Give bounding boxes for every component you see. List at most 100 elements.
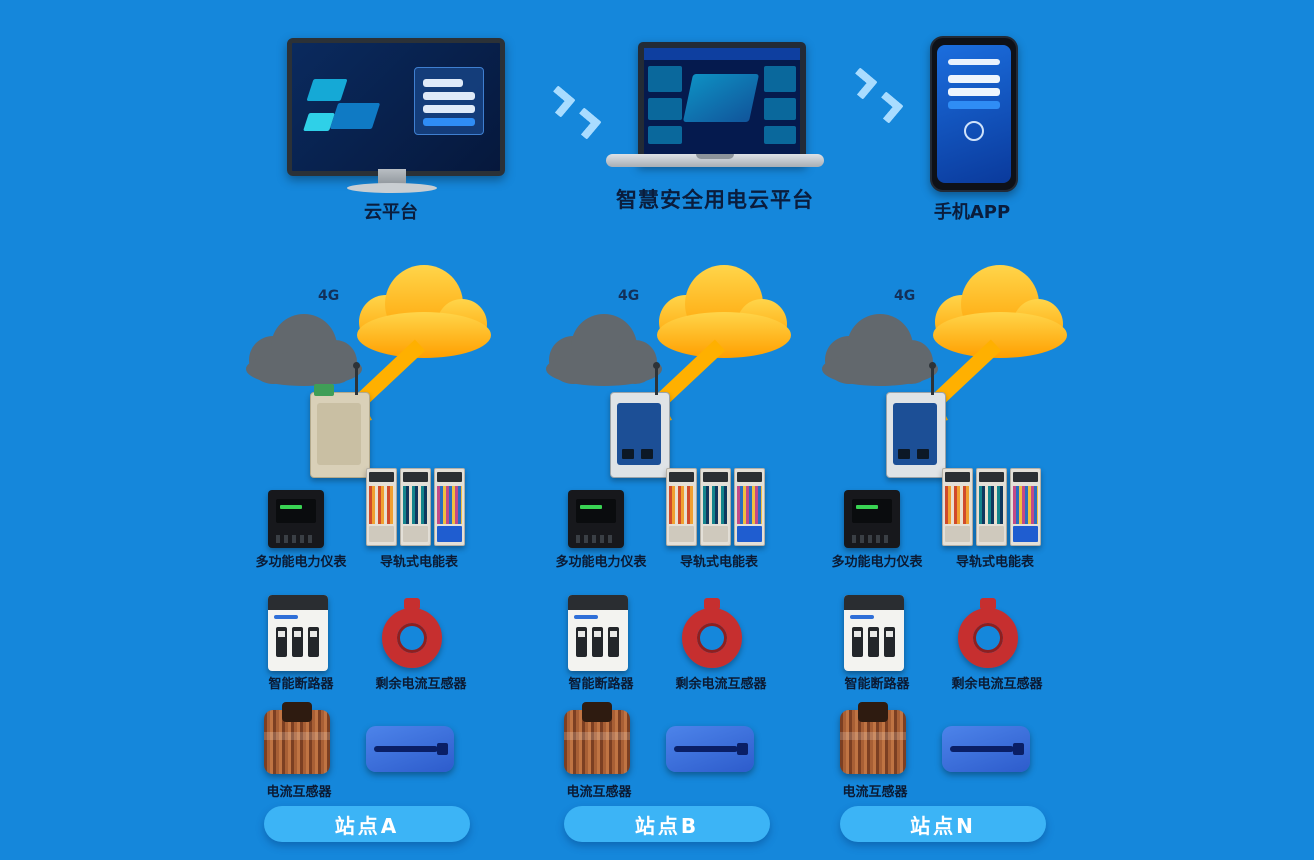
- rail-meter-device: [942, 468, 973, 546]
- meter-terminals: [852, 535, 892, 543]
- site-name: 站点N: [910, 813, 976, 838]
- rail-meter-device: [734, 468, 765, 546]
- current-ct-label: 电流互感器: [266, 785, 332, 800]
- laptop-chart-panel: [764, 98, 796, 120]
- sensor-device: [366, 726, 454, 772]
- link-arrow-icon: [845, 67, 878, 100]
- gateway-device: [310, 362, 370, 478]
- laptop-chart-panel: [764, 66, 796, 92]
- antenna-icon: [653, 362, 660, 395]
- breaker-device: [268, 595, 328, 671]
- phone-logo-icon: [964, 121, 984, 141]
- monitor-base: [347, 183, 437, 193]
- link-arrow-icon: [543, 85, 576, 118]
- monitor-dashboard-graphic: [303, 69, 396, 141]
- monitor: [287, 38, 505, 176]
- gateway-device: [886, 362, 946, 478]
- link-arrow-icon: [871, 91, 904, 124]
- meter-terminals: [576, 535, 616, 543]
- residual-ct-ring-device: [682, 608, 742, 668]
- antenna-icon: [929, 362, 936, 395]
- link-type-label: 4G: [894, 288, 915, 304]
- residual-ct-label: 剩余电流互感器: [951, 677, 1043, 692]
- laptop-dashboard-header: [644, 48, 800, 60]
- rail-meter-label: 导轨式电能表: [679, 555, 758, 570]
- current-ct-label: 电流互感器: [566, 785, 632, 800]
- yellow-cloud-icon: [657, 265, 791, 358]
- power-meter-device: [268, 490, 324, 548]
- monitor-label: 云平台: [364, 202, 418, 223]
- residual-ct-label: 剩余电流互感器: [375, 677, 467, 692]
- laptop-chart-panel: [648, 66, 682, 92]
- power-meter-device: [844, 490, 900, 548]
- current-transformer-device: [264, 702, 330, 774]
- meter-led: [856, 505, 878, 509]
- gateway-terminal-block: [314, 384, 334, 396]
- sensor-device: [666, 726, 754, 772]
- link-type-label: 4G: [618, 288, 639, 304]
- rail-meter-label: 导轨式电能表: [379, 555, 458, 570]
- laptop: [638, 42, 806, 166]
- breaker-label: 智能断路器: [568, 677, 634, 692]
- rail-meter-device: [434, 468, 465, 546]
- laptop-chart-panel: [648, 98, 682, 120]
- residual-ct-tab: [980, 598, 996, 610]
- ethernet-port: [641, 449, 653, 459]
- ethernet-port: [898, 449, 910, 459]
- gateway-front-panel: [893, 403, 937, 465]
- gray-cloud-icon: [546, 314, 662, 386]
- meter-display: [852, 499, 892, 523]
- cloud-and-arrow-graphic: 4G: [822, 265, 1067, 430]
- phone-login-screen: [937, 45, 1011, 183]
- residual-ct-tab: [704, 598, 720, 610]
- site-name: 站点A: [334, 813, 400, 838]
- meter-display: [576, 499, 616, 523]
- laptop-chart-panel: [648, 126, 682, 144]
- site-column-b: 4G 多功能电力仪表 导轨式电能表: [546, 250, 802, 850]
- link-type-label: 4G: [318, 288, 339, 304]
- meter-display: [276, 499, 316, 523]
- meter-led: [580, 505, 602, 509]
- rail-meter-device: [666, 468, 697, 546]
- monitor-stand: [378, 169, 406, 185]
- site-name-bar: 站点N: [840, 806, 1046, 842]
- power-meter-device: [568, 490, 624, 548]
- rail-meter-group: [942, 468, 1042, 546]
- site-column-n: 4G 多功能电力仪表 导轨式电能表: [822, 250, 1078, 850]
- laptop-label: 智慧安全用电云平台: [616, 188, 814, 212]
- gray-cloud-icon: [246, 314, 362, 386]
- cloud-and-arrow-graphic: 4G: [546, 265, 791, 430]
- residual-ct-ring-device: [382, 608, 442, 668]
- laptop-notch: [696, 154, 734, 159]
- meter-led: [280, 505, 302, 509]
- power-meter-label: 多功能电力仪表: [555, 555, 647, 570]
- breaker-device: [568, 595, 628, 671]
- laptop-chart-panel: [764, 126, 796, 144]
- sensor-device: [942, 726, 1030, 772]
- ethernet-port: [917, 449, 929, 459]
- rail-meter-label: 导轨式电能表: [955, 555, 1034, 570]
- site-column-a: 4G 多功能电力仪表 导轨式电能表: [246, 250, 502, 850]
- rail-meter-device: [700, 468, 731, 546]
- link-arrow-icon: [569, 107, 602, 140]
- power-meter-label: 多功能电力仪表: [255, 555, 347, 570]
- gateway-front-panel: [317, 403, 361, 465]
- rail-meter-device: [400, 468, 431, 546]
- residual-ct-tab: [404, 598, 420, 610]
- site-name-bar: 站点B: [564, 806, 770, 842]
- laptop-base: [606, 154, 824, 167]
- rail-meter-device: [1010, 468, 1041, 546]
- cloud-and-arrow-graphic: 4G: [246, 265, 491, 430]
- rail-meter-group: [366, 468, 466, 546]
- residual-ct-label: 剩余电流互感器: [675, 677, 767, 692]
- laptop-map-graphic: [682, 74, 760, 122]
- gateway-device: [610, 362, 670, 478]
- yellow-cloud-icon: [357, 265, 491, 358]
- antenna-icon: [353, 362, 360, 395]
- gateway-front-panel: [617, 403, 661, 465]
- rail-meter-device: [976, 468, 1007, 546]
- site-name: 站点B: [634, 813, 700, 838]
- monitor-login-panel: [414, 67, 484, 135]
- breaker-device: [844, 595, 904, 671]
